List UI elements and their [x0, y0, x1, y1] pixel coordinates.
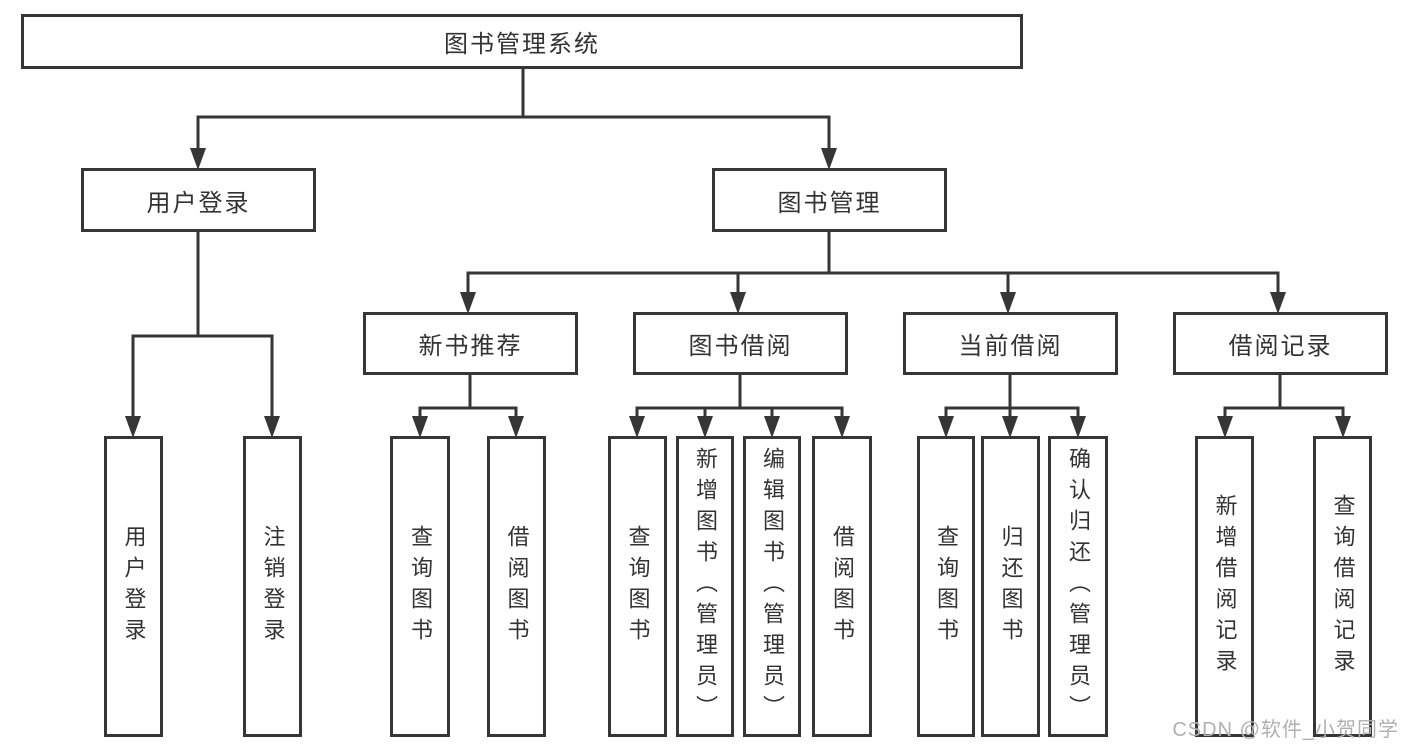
node-user-login: 用户登录	[81, 168, 316, 232]
arrowheads-user-login-leaves	[125, 416, 280, 438]
leaf-add-books-admin-label: 新增图书（管理员）	[693, 447, 718, 726]
node-borrowing-records: 借阅记录	[1173, 312, 1388, 375]
arrowheads-new-books-leaves	[412, 416, 524, 438]
node-new-book-recommend-label: 新书推荐	[418, 333, 523, 360]
leaf-query-books-borrowing: 查询图书	[608, 436, 667, 737]
leaf-edit-books-admin-label: 编辑图书（管理员）	[760, 447, 785, 726]
connector-borrowing-to-leaves	[635, 373, 844, 418]
leaf-query-borrow-record-label: 查询借阅记录	[1330, 493, 1356, 680]
leaf-query-books-recommend-label: 查询图书	[408, 524, 433, 649]
node-root-label: 图书管理系统	[444, 31, 600, 58]
leaf-borrow-books-borrowing: 借阅图书	[812, 436, 872, 737]
arrowheads-borrowing-leaves	[629, 416, 850, 438]
leaf-query-borrow-record: 查询借阅记录	[1313, 436, 1372, 737]
leaf-query-books-current: 查询图书	[917, 436, 975, 737]
connector-current-to-leaves	[944, 373, 1080, 418]
node-book-borrowing: 图书借阅	[633, 312, 848, 375]
leaf-query-books-borrowing-label: 查询图书	[625, 524, 651, 649]
leaf-return-books-label: 归还图书	[998, 524, 1024, 649]
leaf-edit-books-admin: 编辑图书（管理员）	[743, 436, 801, 737]
leaf-add-borrow-record-label: 新增借阅记录	[1212, 493, 1238, 680]
leaf-query-books-current-label: 查询图书	[934, 524, 959, 649]
connector-records-to-leaves	[1223, 373, 1345, 418]
node-user-login-label: 用户登录	[146, 189, 251, 217]
watermark-text: CSDN @软件_小贺同学	[1172, 719, 1399, 741]
leaf-borrow-books-recommend-label: 借阅图书	[504, 524, 530, 649]
leaf-borrow-books-borrowing-label: 借阅图书	[830, 524, 855, 649]
leaf-confirm-return-admin: 确认归还（管理员）	[1048, 436, 1108, 737]
leaf-user-login: 用户登录	[104, 436, 163, 737]
arrowheads-current-leaves	[938, 416, 1086, 438]
arrowheads-records-leaves	[1217, 416, 1351, 438]
arrowheads-level2	[190, 148, 837, 170]
node-book-management: 图书管理	[712, 168, 947, 232]
leaf-add-books-admin: 新增图书（管理员）	[676, 436, 734, 737]
arrowheads-level3	[460, 292, 1286, 314]
leaf-add-borrow-record: 新增借阅记录	[1195, 436, 1254, 737]
leaf-user-login-label: 用户登录	[121, 524, 147, 649]
leaf-logout-label: 注销登录	[260, 524, 286, 649]
connector-user-login-to-leaves	[131, 230, 274, 418]
leaf-borrow-books-recommend: 借阅图书	[487, 436, 546, 737]
leaf-query-books-recommend: 查询图书	[390, 436, 450, 737]
connector-book-mgmt-to-level3	[466, 230, 1280, 294]
node-root-system: 图书管理系统	[21, 14, 1023, 69]
node-borrowing-records-label: 借阅记录	[1228, 333, 1333, 360]
leaf-return-books: 归还图书	[981, 436, 1040, 737]
connector-new-books-to-leaves	[418, 373, 518, 418]
node-book-management-label: 图书管理	[777, 189, 882, 217]
leaf-confirm-return-admin-label: 确认归还（管理员）	[1066, 447, 1091, 726]
node-current-borrowing: 当前借阅	[903, 312, 1118, 375]
node-new-book-recommend: 新书推荐	[363, 312, 578, 375]
node-current-borrowing-label: 当前借阅	[958, 333, 1063, 360]
connector-root-to-level2	[196, 67, 831, 152]
node-book-borrowing-label: 图书借阅	[688, 333, 793, 360]
leaf-logout: 注销登录	[243, 436, 302, 737]
